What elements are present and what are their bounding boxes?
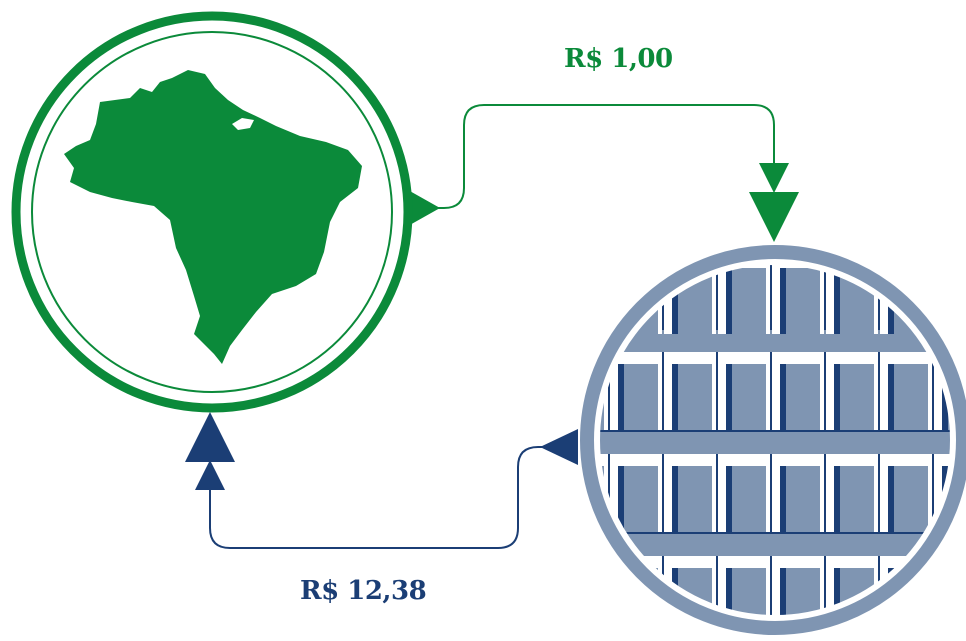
facade-window-pane xyxy=(780,364,820,430)
facade-window-pane xyxy=(672,466,712,532)
facade-window-pane xyxy=(888,364,928,430)
facade-window-pane xyxy=(780,466,820,532)
facade-window-shadow xyxy=(780,268,786,334)
brazil-map-icon xyxy=(64,70,362,364)
facade-window-pane xyxy=(726,364,766,430)
facade-window-pane xyxy=(597,268,604,334)
connector-line-green xyxy=(435,104,775,209)
facade-window-shadow xyxy=(564,466,570,532)
facade-window-frame xyxy=(597,262,608,334)
facade-window-pane xyxy=(618,466,658,532)
facade-window-pane xyxy=(942,268,953,334)
facade-window-frame xyxy=(597,556,608,618)
connector-building-to-brazil xyxy=(185,412,578,549)
facade-window-shadow xyxy=(672,268,678,334)
facade-window-shadow xyxy=(942,568,948,618)
facade-beam xyxy=(597,432,953,454)
facade-window-shadow xyxy=(726,364,732,430)
facade-window-shadow xyxy=(888,466,894,532)
facade-window-pane xyxy=(780,268,820,334)
building-circle xyxy=(564,245,966,635)
facade-window-shadow xyxy=(618,568,624,618)
arrow-head-small-navy xyxy=(195,460,225,490)
facade-window-shadow xyxy=(564,268,570,334)
facade-window-pane xyxy=(780,568,820,618)
exchange-amount-bottom: R$ 12,38 xyxy=(300,576,427,606)
facade-window-shadow xyxy=(564,364,570,430)
facade-window-shadow xyxy=(618,364,624,430)
facade-window-pane xyxy=(618,364,658,430)
facade-window-pane xyxy=(834,364,874,430)
circle-pointer-navy xyxy=(540,429,578,465)
brazil-circle xyxy=(11,11,413,413)
facade-window-frame xyxy=(934,556,953,618)
facade-window-shadow xyxy=(618,466,624,532)
connector-brazil-to-building xyxy=(408,104,799,242)
facade-window-shadow xyxy=(780,568,786,618)
facade-window-shadow xyxy=(834,268,840,334)
facade-beam xyxy=(597,330,953,352)
facade-window-pane xyxy=(726,568,766,618)
facade-window-shadow xyxy=(834,466,840,532)
facade-window-shadow xyxy=(888,364,894,430)
facade-window-shadow xyxy=(834,568,840,618)
facade-window-pane xyxy=(834,466,874,532)
facade-window-pane xyxy=(726,466,766,532)
facade-window-pane xyxy=(726,268,766,334)
marajo-island-icon xyxy=(232,118,254,130)
arrow-head-small-green xyxy=(759,163,789,193)
facade-window-shadow xyxy=(564,568,570,634)
facade-window-shadow xyxy=(942,268,948,334)
facade-window-pane xyxy=(942,568,953,618)
facade-window-shadow xyxy=(672,364,678,430)
facade-window-shadow xyxy=(780,364,786,430)
exchange-amount-top: R$ 1,00 xyxy=(564,44,673,74)
circle-pointer-green xyxy=(408,190,440,226)
facade-window-frame xyxy=(934,262,953,334)
facade-window-pane xyxy=(888,466,928,532)
facade-window-shadow xyxy=(726,466,732,532)
facade-window-shadow xyxy=(780,466,786,532)
facade-window-shadow xyxy=(672,466,678,532)
arrow-head-large-navy xyxy=(185,412,235,462)
facade-window-pane xyxy=(672,364,712,430)
facade-beam xyxy=(597,534,953,556)
connector-line-navy xyxy=(209,446,545,549)
facade-window-shadow xyxy=(726,268,732,334)
arrow-head-large-green xyxy=(749,192,799,242)
facade-window-shadow xyxy=(726,568,732,618)
facade-window-pane xyxy=(597,568,604,618)
facade-window-shadow xyxy=(834,364,840,430)
